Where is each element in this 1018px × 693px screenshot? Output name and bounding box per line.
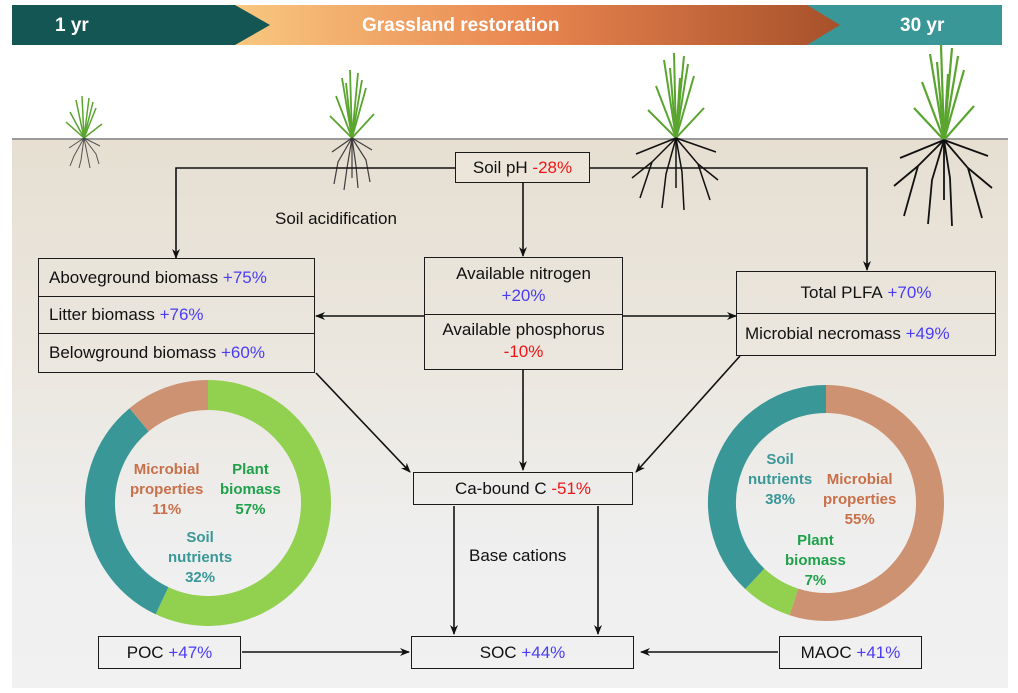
soil-ph-change: -28% [532, 157, 573, 177]
banner-title: Grassland restoration [362, 15, 560, 36]
soc-name: SOC [479, 642, 517, 662]
maoc-donut-slice-plant-biomass [745, 568, 799, 616]
total-plfa-change: +70% [887, 282, 932, 302]
maoc-donut-slice-microbial-properties [789, 385, 944, 621]
maoc-name: MAOC [800, 642, 852, 662]
poc-change: +47% [168, 642, 213, 662]
ca-bound-c-change: -51% [551, 478, 592, 498]
arrow-plant-to-ca [315, 372, 411, 473]
soc-change: +44% [521, 642, 566, 662]
start-year-label: 1 yr [55, 15, 89, 36]
microbial-necromass-row: Microbial necromass +49% [737, 314, 995, 354]
restoration-timeline-banner: 1 yr Grassland restoration 30 yr [12, 5, 1002, 45]
total-plfa-name: Total PLFA [800, 282, 883, 302]
available-nitrogen-name: Available nitrogen [456, 264, 591, 283]
base-cations-label: Base cations [469, 546, 567, 565]
aboveground-biomass-name: Aboveground biomass [49, 267, 219, 287]
poc-donut-slice-soil-nutrients [85, 408, 169, 615]
soil-acidification-label: Soil acidification [275, 209, 397, 228]
timeline-arrow [12, 5, 1002, 45]
litter-biomass-change: +76% [159, 305, 204, 324]
belowground-biomass-change: +60% [221, 342, 265, 362]
belowground-biomass-name: Belowground biomass [49, 342, 217, 362]
soil-nutrients-box: Available nitrogen +20% Available phosph… [424, 257, 623, 370]
arrow-microbe-to-ca [635, 355, 741, 473]
poc-donut-slice-plant-biomass [155, 380, 331, 626]
litter-biomass-row: Litter biomass +76% [39, 297, 314, 334]
litter-biomass-name: Litter biomass [49, 305, 155, 324]
belowground-biomass-row: Belowground biomass +60% [39, 334, 314, 371]
poc-name: POC [126, 642, 164, 662]
soc-box: SOC +44% [411, 636, 634, 669]
end-year-label: 30 yr [900, 15, 945, 36]
plant-biomass-box: Aboveground biomass +75% Litter biomass … [38, 258, 315, 373]
total-plfa-row: Total PLFA +70% [737, 272, 995, 314]
available-phosphorus-name: Available phosphorus [442, 320, 605, 339]
microbial-necromass-change: +49% [905, 324, 950, 343]
poc-box: POC +47% [98, 636, 241, 669]
ca-bound-c-box: Ca-bound C -51% [413, 472, 633, 505]
microbial-necromass-name: Microbial necromass [745, 324, 901, 343]
maoc-change: +41% [856, 642, 901, 662]
soil-ph-name: Soil pH [472, 157, 528, 177]
available-phosphorus-row: Available phosphorus -10% [425, 315, 622, 363]
available-nitrogen-change: +20% [501, 286, 546, 305]
available-phosphorus-change: -10% [503, 342, 544, 361]
arrow-ph-to-plant [172, 167, 455, 259]
arrow-ph-to-microbe [590, 167, 871, 271]
ca-bound-c-name: Ca-bound C [454, 478, 547, 498]
maoc-box: MAOC +41% [779, 636, 922, 669]
aboveground-biomass-change: +75% [222, 267, 267, 287]
available-nitrogen-row: Available nitrogen +20% [425, 258, 622, 315]
poc-donut-slice-microbial-properties [129, 380, 209, 432]
microbial-properties-box: Total PLFA +70% Microbial necromass +49% [736, 271, 996, 356]
aboveground-biomass-row: Aboveground biomass +75% [39, 259, 314, 297]
maoc-donut-slice-soil-nutrients [708, 385, 827, 590]
soil-ph-box: Soil pH -28% [455, 152, 590, 183]
